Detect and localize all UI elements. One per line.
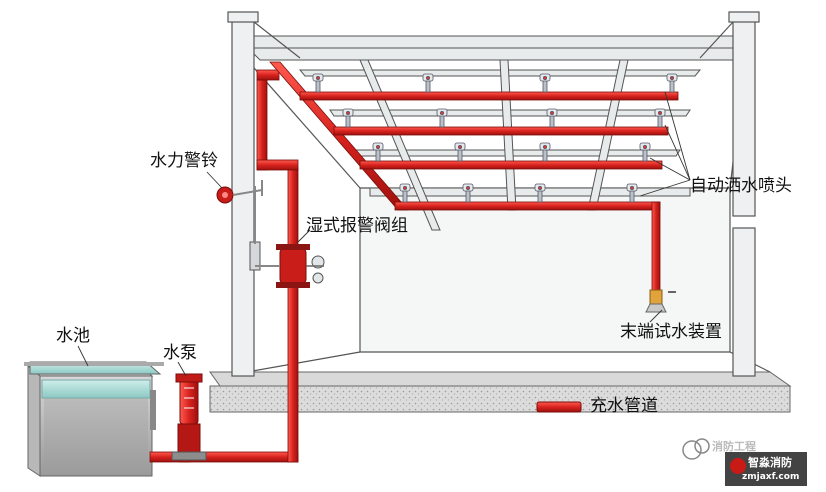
riser-top — [256, 69, 280, 81]
end-test-device — [645, 289, 676, 313]
watermark-site-name: 智淼消防 — [748, 456, 792, 469]
sprinkler-head-icon — [454, 142, 466, 162]
pump-label: 水泵 — [163, 343, 197, 363]
pool-label: 水池 — [56, 326, 90, 346]
sprinkler-heads — [312, 73, 678, 203]
branch-line-3 — [359, 160, 663, 170]
watermark-brand: 消防工程 — [712, 440, 756, 453]
water-pool — [24, 361, 164, 477]
sprinkler-head-icon — [639, 142, 651, 162]
wet-alarm-valve — [249, 186, 325, 288]
alarm-bell — [216, 180, 263, 204]
sprinkler-head-icon — [422, 73, 434, 93]
main-riser — [287, 167, 299, 463]
branch-line-4 — [394, 201, 661, 211]
riser-offset — [256, 159, 299, 171]
alarm-bell-label: 水力警铃 — [150, 151, 218, 171]
sprinkler-head-icon — [546, 108, 558, 128]
wet-alarm-valve-label: 湿式报警阀组 — [306, 216, 408, 236]
sprinkler-head-icon — [539, 142, 551, 162]
watermark-badge — [682, 438, 807, 486]
legend-pipe-symbol — [536, 401, 582, 413]
floor-slab — [209, 371, 792, 413]
sprinkler-head-icon — [312, 73, 324, 93]
sprinkler-head-icon — [534, 183, 546, 203]
water-pipes — [149, 61, 679, 463]
sprinkler-head-icon — [399, 183, 411, 203]
legend-pipe-label: 充水管道 — [590, 396, 658, 416]
branch-line-1 — [299, 91, 679, 101]
end-drop — [651, 201, 661, 295]
branch-line-2 — [333, 126, 669, 136]
sprinkler-head-icon — [372, 142, 384, 162]
sprinkler-head-icon — [462, 183, 474, 203]
sprinkler-head-icon — [626, 183, 638, 203]
test-device-label: 末端试水装置 — [620, 322, 722, 342]
sprinkler-head-label: 自动洒水喷头 — [690, 176, 792, 196]
pump — [171, 373, 207, 461]
sprinkler-head-icon — [539, 73, 551, 93]
sprinkler-head-icon — [654, 108, 666, 128]
sprinkler-head-icon — [436, 108, 448, 128]
watermark-site-url: zmjaxf.com — [742, 472, 800, 482]
ceiling-beams — [246, 35, 747, 231]
sprinkler-head-icon — [666, 73, 678, 93]
upper-riser — [256, 79, 268, 171]
leader-lines — [77, 91, 691, 377]
sprinkler-head-icon — [342, 108, 354, 128]
